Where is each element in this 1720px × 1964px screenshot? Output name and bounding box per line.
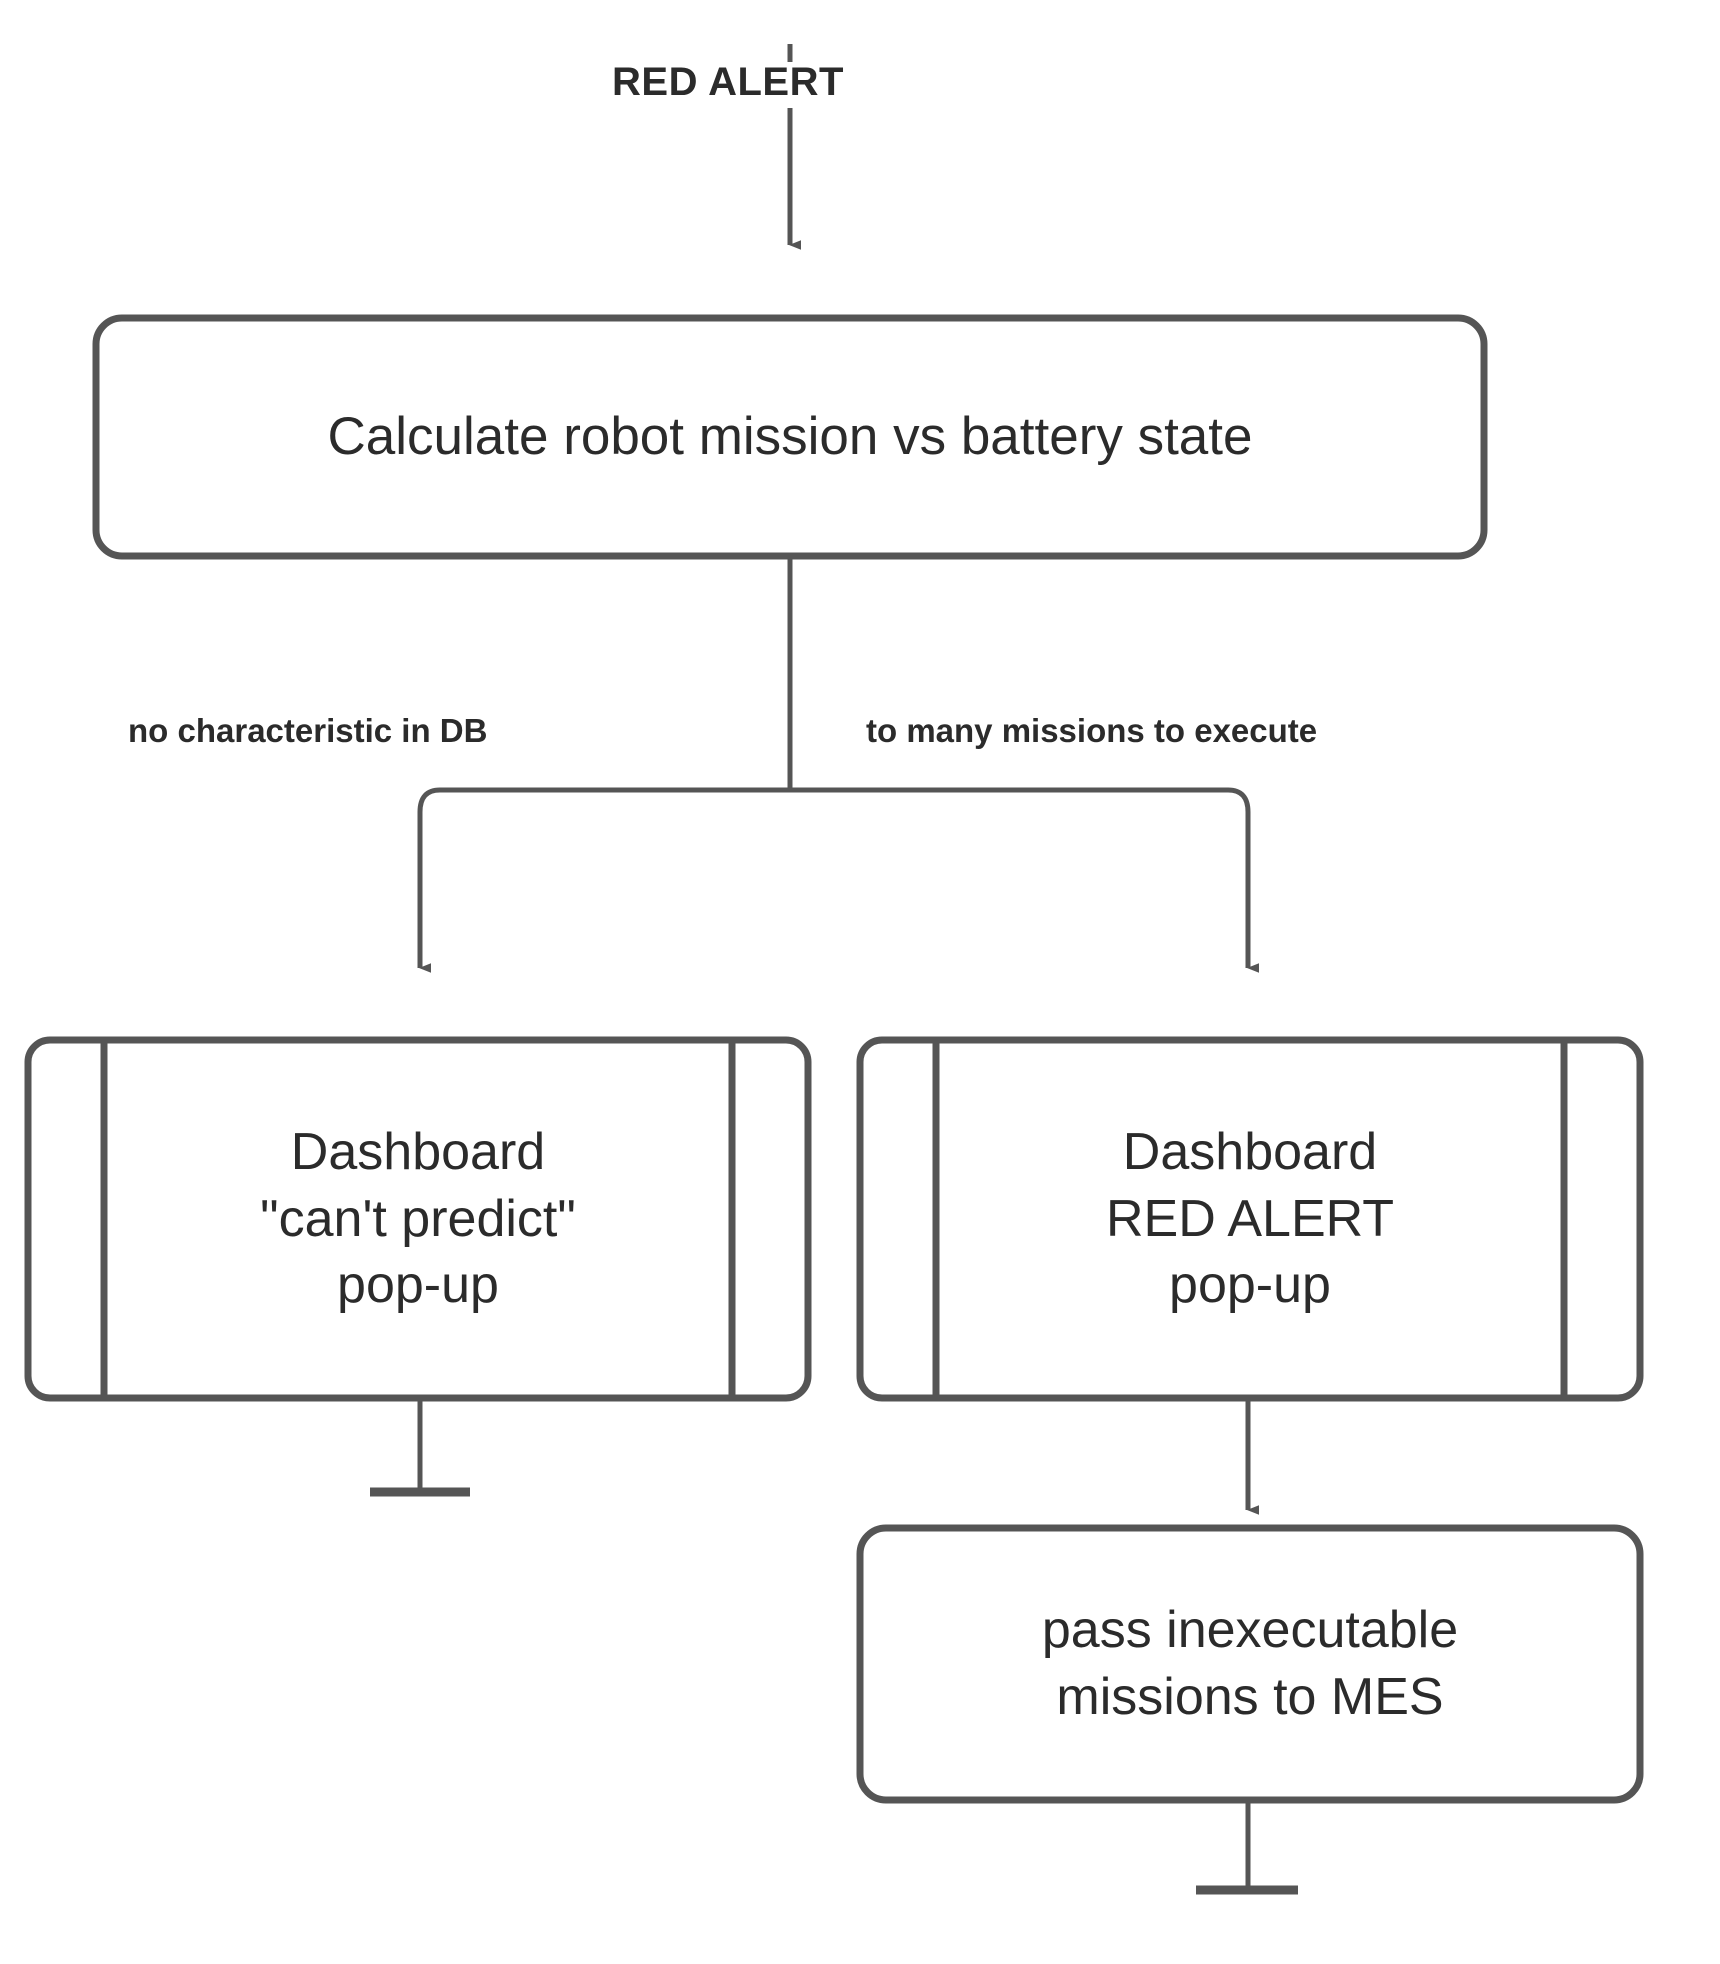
node-pass-inexecutable[interactable] bbox=[856, 1524, 1644, 1804]
edge-label-no-characteristic-in-db: no characteristic in DB bbox=[128, 712, 488, 749]
edge-label-to-many-missions-to-execute: to many missions to execute bbox=[866, 712, 1318, 749]
edge-calculate-to-dashboard-red-alert bbox=[790, 787, 1259, 973]
node-dashboard-red-alert[interactable] bbox=[856, 1036, 1644, 1402]
edge-pass-to-end bbox=[1196, 1800, 1298, 1895]
edge-dashboard-cant-predict-to-end bbox=[370, 1398, 470, 1497]
node-calculate[interactable] bbox=[92, 314, 1488, 560]
start-label-red-alert: RED ALERT bbox=[612, 60, 844, 104]
edge-calculate-to-dashboard-cant-predict bbox=[417, 787, 790, 973]
node-dashboard-cant-predict[interactable] bbox=[24, 1036, 812, 1402]
